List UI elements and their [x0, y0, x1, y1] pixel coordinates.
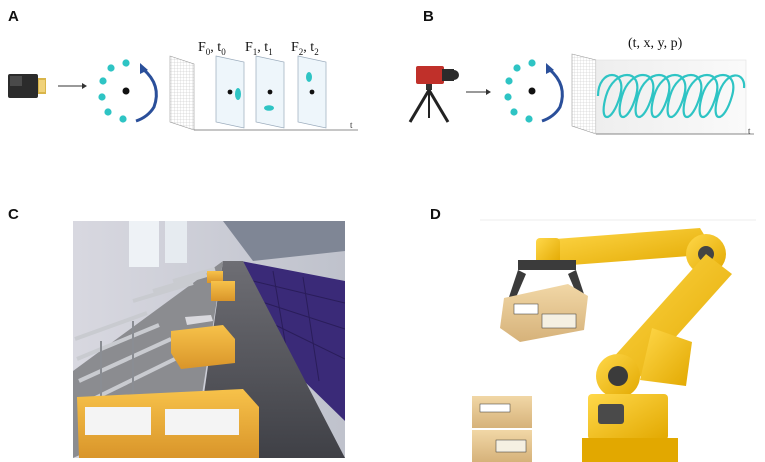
conveyor-warehouse-photo — [73, 221, 345, 458]
rotating-dot-icon-a — [98, 59, 158, 123]
panel-b-letter: B — [423, 8, 434, 25]
frame-label-2: F2, t2 — [291, 40, 319, 57]
camera-to-dots-arrow-a — [58, 83, 87, 89]
panel-c-letter: C — [8, 206, 19, 223]
industrial-robot-arm-photo — [472, 219, 756, 462]
panel-a-letter: A — [8, 8, 19, 25]
event-stream-spiral-diagram — [571, 53, 754, 135]
time-axis-label-a: t — [350, 120, 353, 130]
rotating-dot-icon-b — [504, 59, 564, 123]
event-camera-on-tripod-icon — [408, 66, 459, 123]
event-tuple-label: (t, x, y, p) — [628, 36, 683, 51]
panel-d-letter: D — [430, 206, 441, 223]
frame-camera-icon — [8, 74, 46, 98]
time-axis-label-b: t — [748, 126, 751, 136]
frame-label-0: F0, t0 — [198, 40, 226, 57]
frame-sequence-diagram — [169, 55, 358, 131]
frame-label-1: F1, t1 — [245, 40, 273, 57]
camera-to-dots-arrow-b — [466, 89, 491, 95]
